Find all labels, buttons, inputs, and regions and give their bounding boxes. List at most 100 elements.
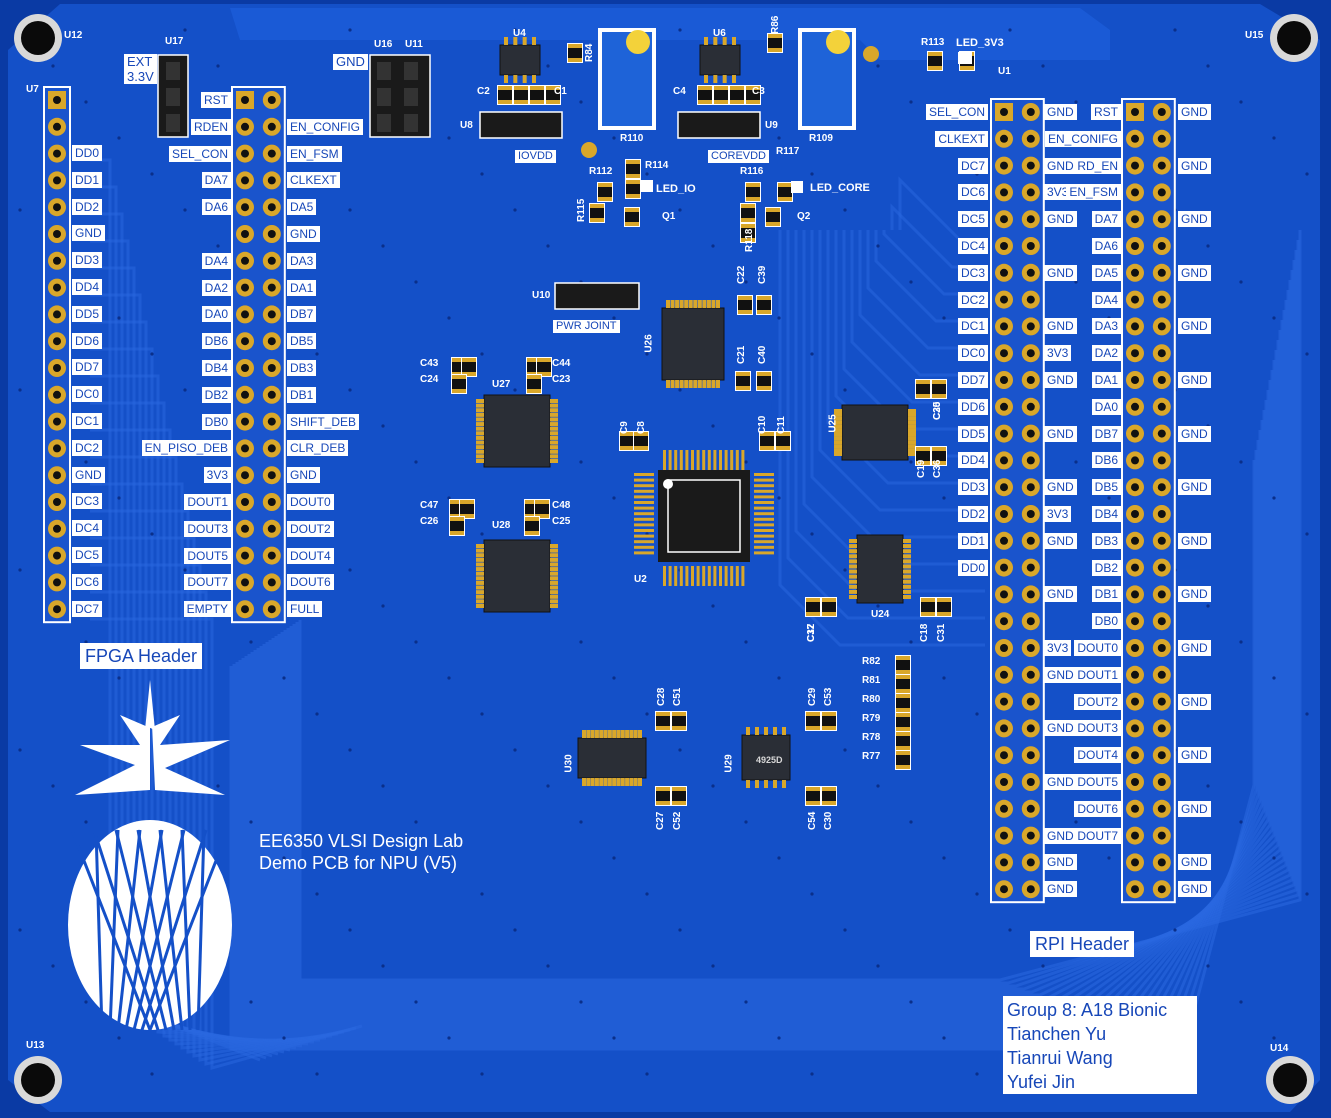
ic-u26-pin <box>697 300 702 308</box>
ic-u30-pin <box>629 778 634 786</box>
rpi-header-a-pin-hole <box>1000 376 1008 384</box>
smd-4 <box>626 160 640 178</box>
led-3v3-label: LED_3V3 <box>956 37 1004 49</box>
via <box>777 316 781 320</box>
team-info-box: Group 8: A18 Bionic Tianchen Yu Tianrui … <box>1003 996 1197 1094</box>
ic-u2-pin <box>674 450 678 470</box>
ref-c36: C36 <box>932 459 943 478</box>
ref-c21: C21 <box>736 345 747 364</box>
ref-c53: C53 <box>823 687 834 706</box>
rpi-a-left-pin-label: DD3 <box>957 479 988 496</box>
ic-u24-pin <box>903 559 911 564</box>
ic-u25-pin <box>834 428 842 433</box>
mount-hole <box>21 1063 55 1097</box>
via <box>117 676 121 680</box>
smd-52-pad <box>806 726 820 730</box>
ic-u28-pin <box>476 590 484 595</box>
fpga-left-pin-label: DC4 <box>72 520 103 537</box>
rpi-header-b-pin-hole <box>1131 268 1139 277</box>
fpga-header-main-pin-hole <box>267 498 276 506</box>
rpi-a-left-pin-label: DD7 <box>957 372 988 388</box>
ic-u2-pin <box>754 473 774 476</box>
rpi-header-a-pin-hole <box>1000 885 1008 894</box>
ic-u24-pin <box>903 589 911 594</box>
smd-49 <box>937 598 951 616</box>
via <box>579 820 583 824</box>
smd-57 <box>822 787 836 805</box>
ref-c40: C40 <box>757 345 768 364</box>
rpi-header-b-pin-hole <box>1157 831 1166 840</box>
smd-23-pad <box>757 310 771 314</box>
ic-u2-pin <box>634 512 654 516</box>
rpi-b-left-pin-label: DA7 <box>1091 211 1121 228</box>
via <box>447 1036 451 1040</box>
via <box>51 784 55 788</box>
ic-u2-pin <box>707 566 711 586</box>
trimpot-r110-knob <box>626 30 650 54</box>
ic-u24-pin <box>849 559 857 564</box>
pineapple-crosshatch <box>196 829 206 1031</box>
fpga-left-pin-label: GND <box>72 466 105 483</box>
ic-u27-pin <box>550 435 558 440</box>
rpi-a-left-pin-label: DD6 <box>957 398 988 415</box>
ic-u2-pin <box>754 512 774 516</box>
via <box>1239 280 1243 284</box>
rpi-header-a-pin-hole <box>1000 858 1008 867</box>
fpga-header-u7-pin-hole <box>53 524 61 533</box>
via <box>381 784 385 788</box>
ic-u30-pin <box>607 778 612 786</box>
ref-c51: C51 <box>672 687 683 706</box>
rpi-header-a-pin-hole <box>1026 456 1035 465</box>
fpga-header-main-pin-hole <box>241 310 249 319</box>
fpga-left-pin-label: DC6 <box>72 573 103 590</box>
via <box>480 532 484 536</box>
trace-bundle <box>298 230 1302 982</box>
ic-u29-pin <box>764 780 768 788</box>
smd-39-pad <box>634 432 648 436</box>
rpi-header-b-pin-hole <box>1131 858 1139 867</box>
smd-15-pad <box>514 86 528 90</box>
mount-hole <box>1273 1063 1307 1097</box>
via <box>777 1036 781 1040</box>
ic-u2-pin <box>707 450 711 470</box>
via <box>1305 172 1309 176</box>
ref-q1: Q1 <box>662 211 676 222</box>
via <box>1206 784 1210 788</box>
smd-60-pad <box>896 694 910 698</box>
via <box>1206 964 1210 968</box>
rpi-a-left-pin-label: DD5 <box>957 425 988 442</box>
smd-29-pad <box>537 372 551 376</box>
rpi-header-a-pin-hole <box>1000 831 1008 840</box>
via <box>744 640 748 644</box>
rpi-b-left-pin-label: DA1 <box>1091 372 1121 388</box>
rpi-a-right-pin-label: GND <box>1044 264 1077 281</box>
rpi-b-left-pin-label: DB0 <box>1091 613 1121 630</box>
rpi-header-a-pin-hole <box>1000 242 1008 250</box>
ic-u29-pin <box>755 727 759 735</box>
smd-23-pad <box>757 296 771 300</box>
via <box>18 568 22 572</box>
ref-r109: R109 <box>809 133 833 144</box>
rpi-a-left-pin-label: DC5 <box>957 211 988 228</box>
ic-u27-pin <box>476 435 484 440</box>
ic-u27-pin <box>550 408 558 413</box>
rpi-b-right-pin-label: GND <box>1178 747 1211 764</box>
smd-51 <box>672 712 686 730</box>
fpga-header-u7-pin-hole <box>53 498 61 506</box>
smd-57-pad <box>822 801 836 805</box>
via <box>975 1072 979 1076</box>
via <box>513 28 517 32</box>
rpi-a-left-pin-label: DC4 <box>957 238 988 254</box>
smd-34-pad <box>525 500 539 504</box>
via <box>711 784 715 788</box>
via <box>216 244 220 248</box>
ic-u30-pin <box>633 730 638 738</box>
via <box>711 964 715 968</box>
rpi-header-a-pin-hole <box>1026 536 1035 545</box>
fpga-header-main-pin-hole <box>267 122 276 131</box>
rpi-a-left-pin-label: CLKEXT <box>935 130 988 147</box>
via <box>909 820 913 824</box>
rpi-a-left-pin-label: SEL_CON <box>925 104 988 120</box>
ref-u27: U27 <box>492 379 511 390</box>
fpga-header-main-pin-hole <box>241 337 249 346</box>
